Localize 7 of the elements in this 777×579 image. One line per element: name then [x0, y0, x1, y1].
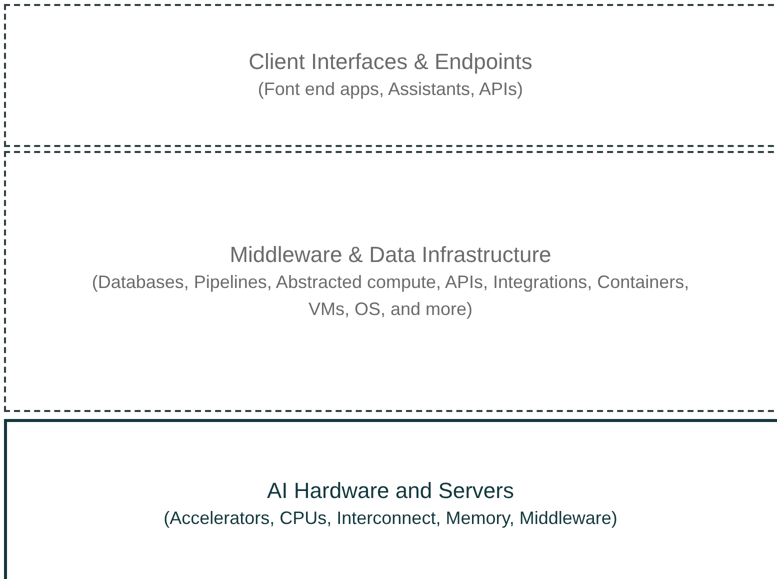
- layer-title: Client Interfaces & Endpoints: [248, 48, 532, 76]
- layer-title: Middleware & Data Infrastructure: [230, 240, 552, 268]
- layer-title: AI Hardware and Servers: [267, 476, 514, 504]
- layer-description: (Font end apps, Assistants, APIs): [258, 78, 524, 101]
- layer-description: (Accelerators, CPUs, Interconnect, Memory, Middleware): [164, 506, 618, 530]
- layer-description: (Databases, Pipelines, Abstracted compute, APIs, Integrations, Containers, VMs, OS, and more): [90, 270, 690, 321]
- layer-box: [4, 419, 777, 579]
